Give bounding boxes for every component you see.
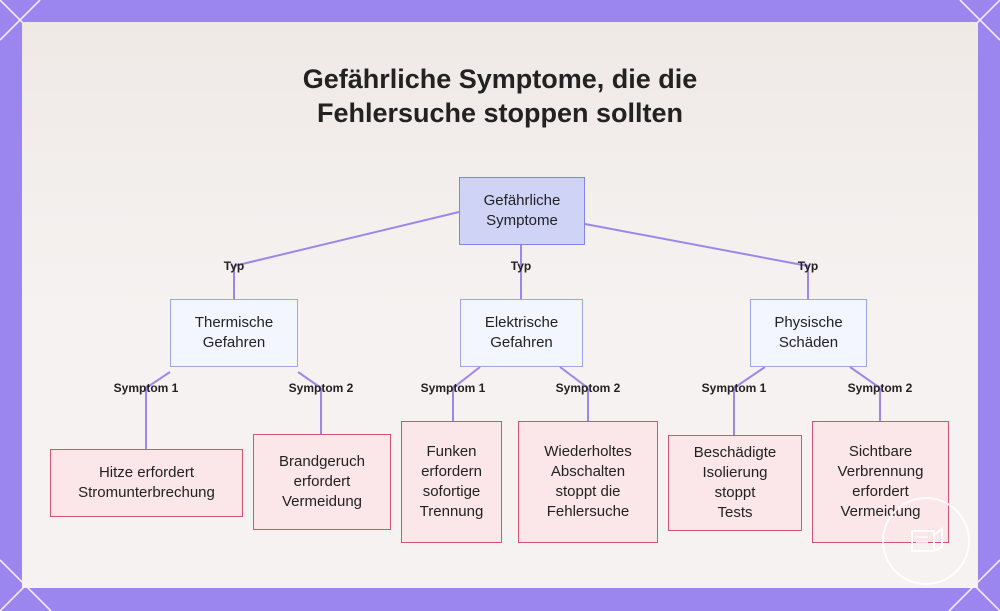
category-label-line: Elektrische (485, 313, 558, 333)
leaf-label-line: erfordern (420, 462, 484, 482)
leaf-label-line: Abschalten (544, 462, 632, 482)
edge-label-symptom: Symptom 1 (114, 381, 179, 395)
leaf-label-line: Stromunterbrechung (78, 483, 215, 503)
category-physical: Physische Schäden (750, 299, 867, 367)
connector-line (234, 212, 459, 266)
root-node: Gefährliche Symptome (459, 177, 585, 245)
leaf-label-line: Trennung (420, 502, 484, 522)
edge-label-symptom: Symptom 1 (421, 381, 486, 395)
category-thermal: Thermische Gefahren (170, 299, 298, 367)
leaf-label-line: Hitze erfordert (78, 463, 215, 483)
leaf-label-line: Vermeidung (279, 492, 365, 512)
leaf-label-line: Fehlersuche (544, 502, 632, 522)
leaf-damaged-insulation: Beschädigte Isolierung stoppt Tests (668, 435, 802, 531)
leaf-label-line: Tests (694, 503, 777, 523)
category-label-line: Thermische (195, 313, 273, 333)
leaf-repeated-shutdown: Wiederholtes Abschalten stoppt die Fehle… (518, 421, 658, 543)
leaf-burn-smell: Brandgeruch erfordert Vermeidung (253, 434, 391, 530)
leaf-label-line: Brandgeruch (279, 452, 365, 472)
edge-label-symptom: Symptom 2 (556, 381, 621, 395)
leaf-label-line: Funken (420, 442, 484, 462)
leaf-sparks: Funken erfordern sofortige Trennung (401, 421, 502, 543)
leaf-label-line: Beschädigte (694, 443, 777, 463)
edge-label-type: Typ (798, 259, 818, 273)
category-label-line: Schäden (774, 333, 842, 353)
edge-label-type: Typ (224, 259, 244, 273)
leaf-heat: Hitze erfordert Stromunterbrechung (50, 449, 243, 517)
root-label-line-1: Gefährliche (484, 191, 561, 211)
category-label-line: Gefahren (195, 333, 273, 353)
edge-label-symptom: Symptom 2 (289, 381, 354, 395)
leaf-label-line: Wiederholtes (544, 442, 632, 462)
connector-line (585, 224, 808, 266)
leaf-label-line: erfordert (279, 472, 365, 492)
leaf-label-line: Sichtbare (838, 442, 924, 462)
document-logo-icon (882, 497, 970, 585)
edge-label-symptom: Symptom 1 (702, 381, 767, 395)
leaf-label-line: stoppt (694, 483, 777, 503)
edge-label-symptom: Symptom 2 (848, 381, 913, 395)
category-label-line: Gefahren (485, 333, 558, 353)
category-electrical: Elektrische Gefahren (460, 299, 583, 367)
edge-label-type: Typ (511, 259, 531, 273)
leaf-label-line: sofortige (420, 482, 484, 502)
leaf-label-line: stoppt die (544, 482, 632, 502)
leaf-label-line: Isolierung (694, 463, 777, 483)
leaf-label-line: Verbrennung (838, 462, 924, 482)
category-label-line: Physische (774, 313, 842, 333)
root-label-line-2: Symptome (484, 211, 561, 231)
